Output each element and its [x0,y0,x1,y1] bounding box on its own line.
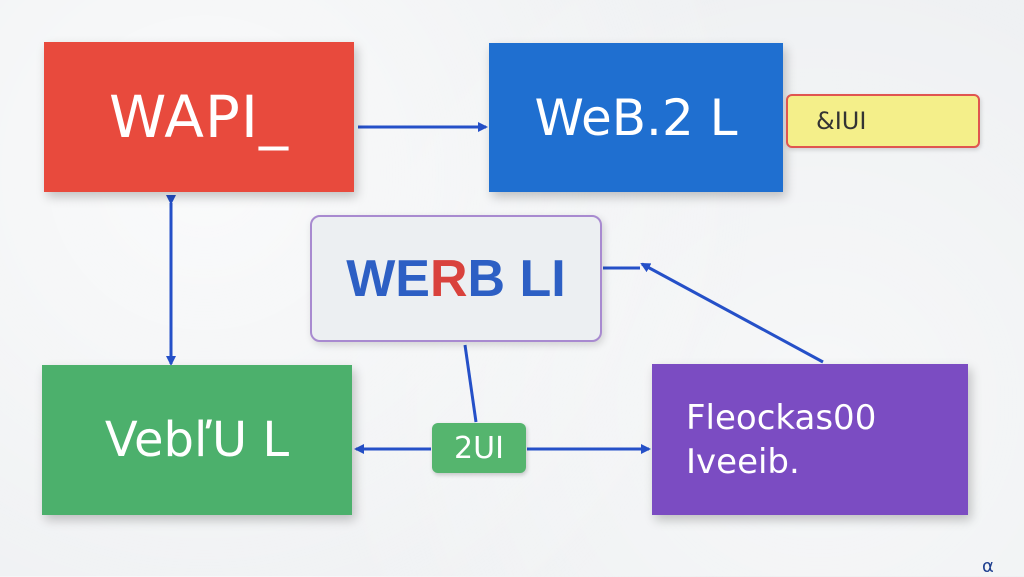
node-flec: Fleockas00 Iveeib. [652,364,968,515]
node-flec-line2: Iveeib. [686,441,800,482]
node-2ui: 2UI [432,423,526,473]
node-werb-label: WERB LI [346,249,566,309]
node-yellow-tag-label: &IUI [816,107,867,135]
arrow-flec-to-werb [640,262,824,364]
node-wapi: WAPI_ [44,42,354,192]
corner-mark: α [982,556,994,577]
node-vebl: VebľU L [42,365,352,515]
node-wapi-label: WAPI_ [109,83,289,151]
connector-werb-to-2ui [463,344,478,423]
node-yellow-tag: &IUI [786,94,980,148]
node-vebl-label: VebľU L [104,412,290,468]
node-2ui-label: 2UI [454,430,504,466]
node-werb-label-part1: WE [346,249,430,308]
node-werb-label-part2: R [429,249,468,308]
node-flec-line1: Fleockas00 [686,397,877,438]
node-werb-label-part3: B LI [467,249,566,308]
node-werb: WERB LI [310,215,602,342]
node-web2-label: WeB.2 L [534,88,738,147]
node-web2: WeB.2 L [489,43,783,192]
